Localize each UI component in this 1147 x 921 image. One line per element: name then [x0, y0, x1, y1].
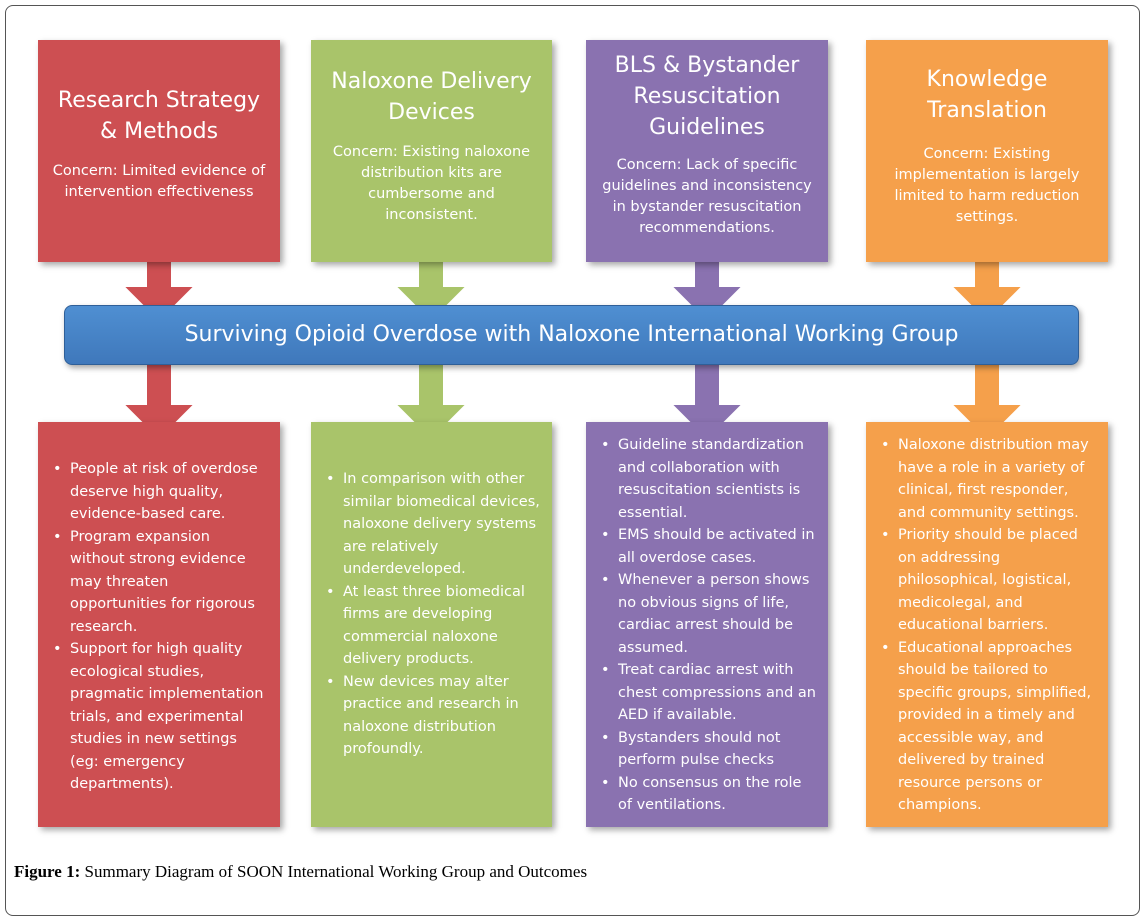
bullet-item: Educational approaches should be tailore…	[878, 637, 1096, 817]
research-strategy-bullets: People at risk of overdose deserve high …	[50, 458, 268, 796]
knowledge-translation-concern: Concern: Existing implementation is larg…	[894, 146, 1080, 225]
figure-caption-text: Summary Diagram of SOON International Wo…	[80, 862, 588, 881]
bullet-item: Bystanders should not perform pulse chec…	[598, 727, 816, 772]
bullet-item: Support for high quality ecological stud…	[50, 638, 268, 796]
bullet-item: Treat cardiac arrest with chest compress…	[598, 659, 816, 727]
research-strategy-box: Research Strategy & Methods Concern: Lim…	[38, 40, 280, 262]
bls-guidelines-concern: Concern: Lack of specific guidelines and…	[602, 157, 812, 236]
bullet-item: New devices may alter practice and resea…	[323, 671, 540, 761]
naloxone-devices-box: Naloxone Delivery Devices Concern: Exist…	[311, 40, 552, 262]
bullet-item: Program expansion without strong evidenc…	[50, 526, 268, 639]
bullet-item: In comparison with other similar biomedi…	[323, 468, 540, 581]
bls-guidelines-outcomes: Guideline standardization and collaborat…	[586, 422, 828, 827]
bls-guidelines-title: BLS & Bystander Resuscitation Guidelines	[614, 53, 800, 140]
knowledge-translation-title: Knowledge Translation	[926, 67, 1048, 123]
bls-guidelines-bullets: Guideline standardization and collaborat…	[598, 434, 816, 817]
bullet-item: Whenever a person shows no obvious signs…	[598, 569, 816, 659]
research-strategy-title: Research Strategy & Methods	[57, 88, 261, 144]
bullet-item: No consensus on the role of ventilations…	[598, 772, 816, 817]
bullet-item: Naloxone distribution may have a role in…	[878, 434, 1096, 524]
naloxone-devices-bullets: In comparison with other similar biomedi…	[323, 468, 540, 761]
naloxone-devices-title: Naloxone Delivery Devices	[331, 69, 532, 125]
knowledge-translation-box: Knowledge Translation Concern: Existing …	[866, 40, 1108, 262]
figure-caption: Figure 1: Summary Diagram of SOON Intern…	[14, 862, 587, 882]
research-strategy-outcomes: People at risk of overdose deserve high …	[38, 422, 280, 827]
bls-guidelines-box: BLS & Bystander Resuscitation Guidelines…	[586, 40, 828, 262]
bullet-item: People at risk of overdose deserve high …	[50, 458, 268, 526]
research-strategy-concern: Concern: Limited evidence of interventio…	[52, 163, 266, 200]
naloxone-devices-outcomes: In comparison with other similar biomedi…	[311, 422, 552, 827]
bullet-item: Priority should be placed on addressing …	[878, 524, 1096, 637]
bullet-item: EMS should be activated in all overdose …	[598, 524, 816, 569]
figure-caption-label: Figure 1:	[14, 862, 81, 881]
knowledge-translation-bullets: Naloxone distribution may have a role in…	[878, 434, 1096, 817]
working-group-banner: Surviving Opioid Overdose with Naloxone …	[64, 305, 1079, 365]
bullet-item: At least three biomedical firms are deve…	[323, 581, 540, 671]
bullet-item: Guideline standardization and collaborat…	[598, 434, 816, 524]
naloxone-devices-concern: Concern: Existing naloxone distribution …	[332, 144, 531, 223]
knowledge-translation-outcomes: Naloxone distribution may have a role in…	[866, 422, 1108, 827]
